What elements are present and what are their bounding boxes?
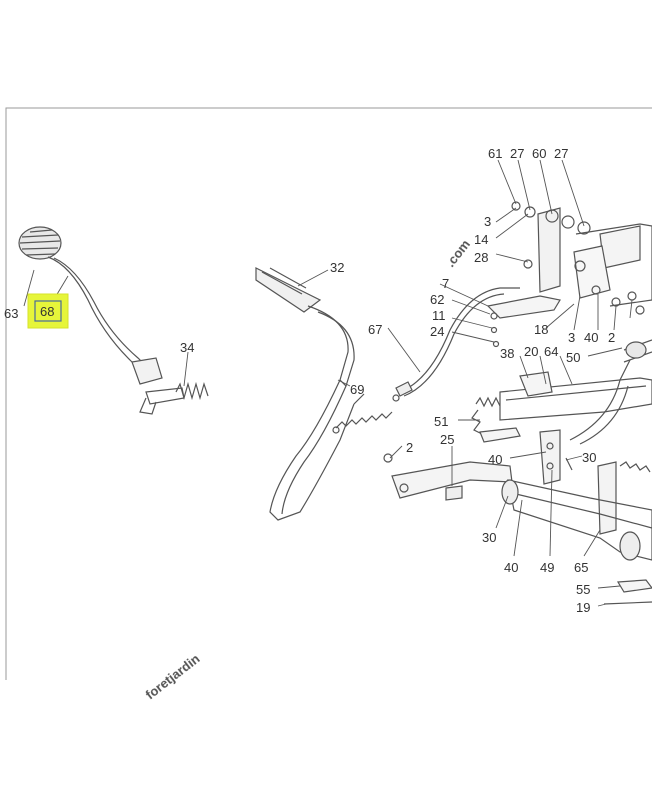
diagram-frame [5, 107, 652, 680]
watermark-text: foretjardin [143, 651, 203, 702]
linkage-rod [255, 267, 400, 521]
highlight-inner-box [34, 300, 62, 322]
label-2b: 2 [406, 440, 413, 455]
label-62: 62 [430, 292, 444, 307]
watermark-suffix: .com [443, 237, 474, 270]
label-40c: 40 [504, 560, 518, 575]
label-27a: 27 [510, 146, 524, 161]
label-24: 24 [430, 324, 444, 339]
spring-34-icon [175, 381, 209, 401]
label-69: 69 [350, 382, 364, 397]
label-38: 38 [500, 346, 514, 361]
label-20: 20 [524, 344, 538, 359]
label-40a: 40 [584, 330, 598, 345]
cable-67 [395, 287, 520, 397]
part-labels: 63 68 34 32 69 67 7 62 11 24 61 27 60 27… [4, 146, 615, 615]
small-lever [486, 295, 561, 348]
label-68[interactable]: 68 [40, 304, 54, 319]
leader-lines [23, 159, 633, 607]
label-7: 7 [442, 276, 449, 291]
label-49: 49 [540, 560, 554, 575]
pedal-arm [47, 256, 149, 379]
label-25: 25 [440, 432, 454, 447]
label-18: 18 [534, 322, 548, 337]
label-64: 64 [544, 344, 558, 359]
label-50: 50 [566, 350, 580, 365]
upper-bracket-assembly [511, 201, 652, 363]
label-61: 61 [488, 146, 502, 161]
label-19: 19 [576, 600, 590, 615]
label-32: 32 [330, 260, 344, 275]
label-30a: 30 [582, 450, 596, 465]
label-65: 65 [574, 560, 588, 575]
pedal-bracket [131, 357, 163, 385]
label-27b: 27 [554, 146, 568, 161]
label-3b: 3 [568, 330, 575, 345]
label-34: 34 [180, 340, 194, 355]
label-67: 67 [368, 322, 382, 337]
pedal-assembly [18, 226, 209, 415]
label-30b: 30 [482, 530, 496, 545]
label-63: 63 [4, 306, 18, 321]
label-28: 28 [474, 250, 488, 265]
label-3a: 3 [484, 214, 491, 229]
label-14: 14 [474, 232, 488, 247]
label-2a: 2 [608, 330, 615, 345]
label-60: 60 [532, 146, 546, 161]
label-51: 51 [434, 414, 448, 429]
label-55: 55 [576, 582, 590, 597]
pedal-pad-icon [18, 226, 62, 260]
label-40b: 40 [488, 452, 502, 467]
label-11: 11 [432, 308, 446, 323]
